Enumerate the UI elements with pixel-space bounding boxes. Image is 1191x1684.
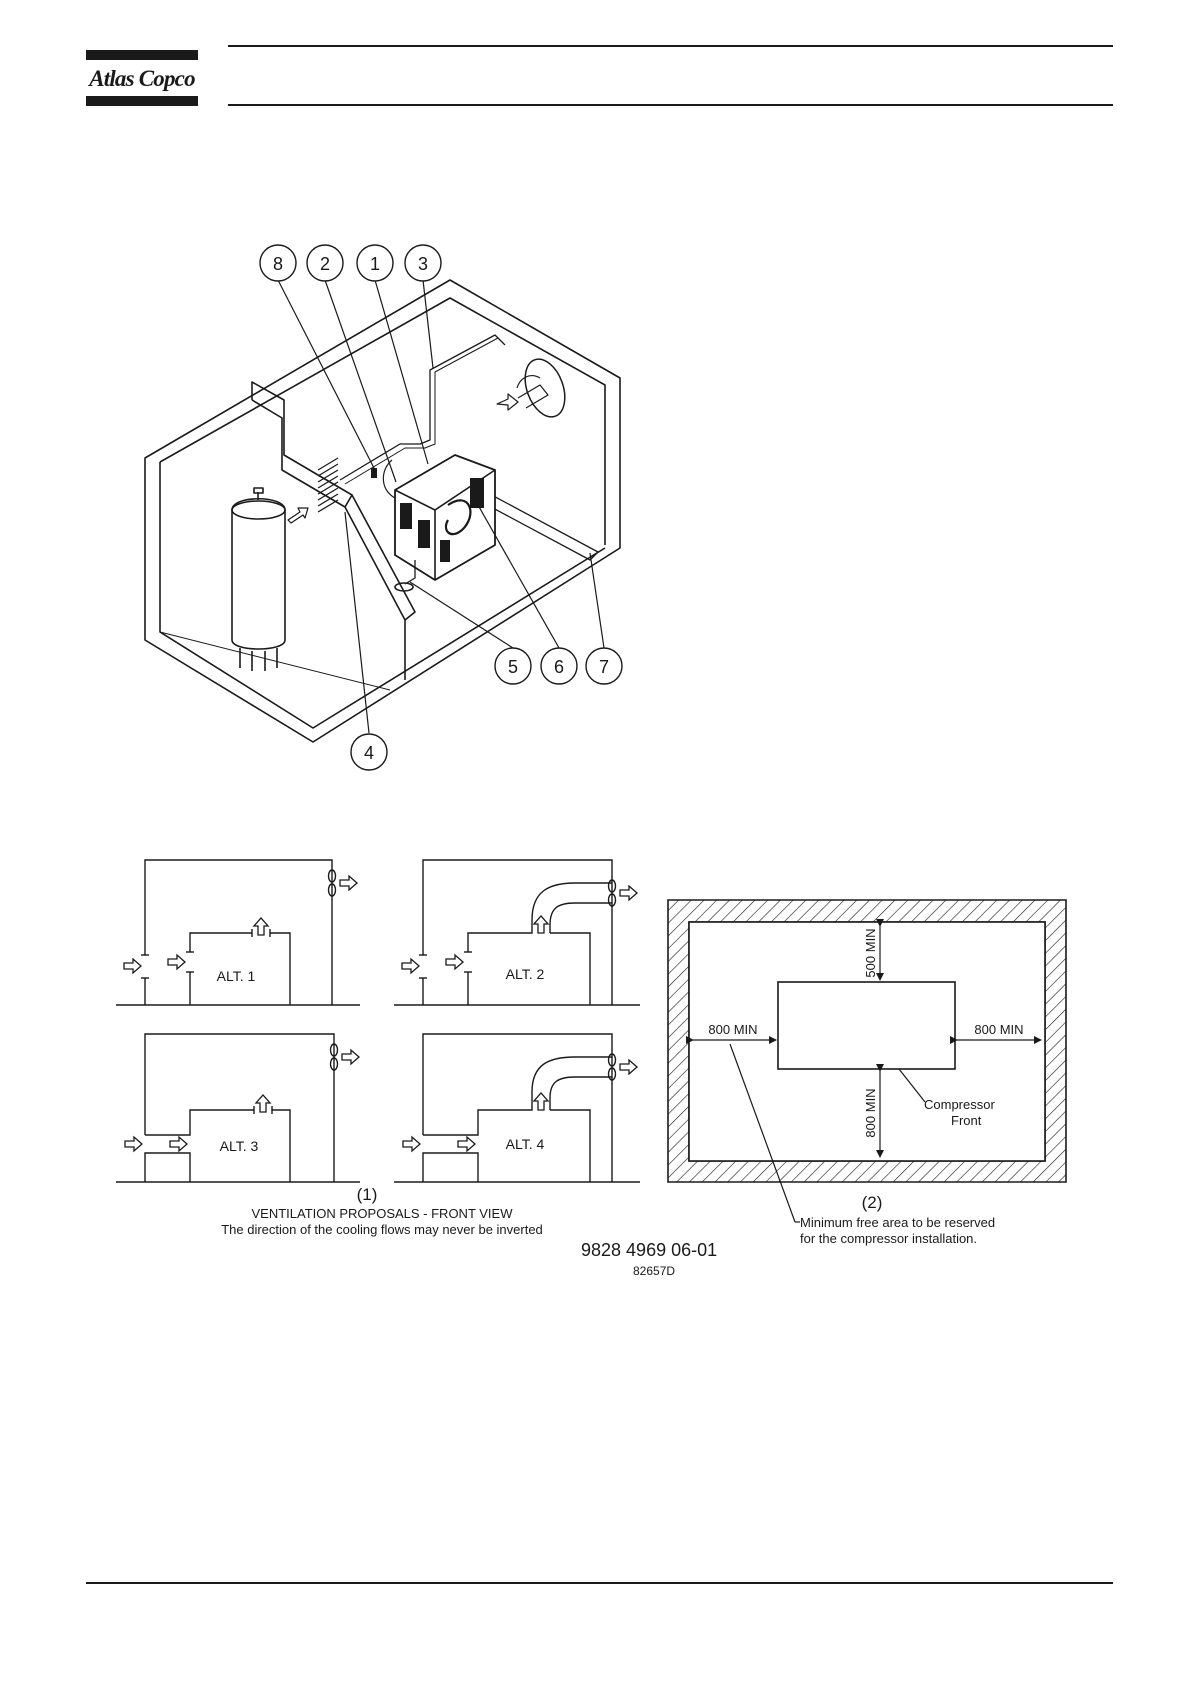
- alt-2-diagram: [394, 860, 640, 1005]
- callout-6: 6: [541, 648, 577, 684]
- clearance-note-line2: for the compressor installation.: [800, 1231, 977, 1246]
- clearance-right-label: 800 MIN: [974, 1022, 1023, 1037]
- ventilation-caption-note: The direction of the cooling flows may n…: [221, 1222, 543, 1237]
- compressor-footprint: [778, 982, 955, 1069]
- front-label: Front: [951, 1113, 982, 1128]
- callout-5: 5: [495, 648, 531, 684]
- compressor-label: Compressor: [924, 1097, 995, 1112]
- svg-text:4: 4: [364, 743, 374, 763]
- clearance-bottom-label: 800 MIN: [863, 1088, 878, 1137]
- clearance-top-label: 500 MIN: [863, 928, 878, 977]
- callout-2: 2: [307, 245, 343, 281]
- ventilation-proposals: [116, 860, 640, 1182]
- ventilation-caption-number: (1): [357, 1185, 378, 1204]
- svg-text:2: 2: [320, 254, 330, 274]
- alt-1-label: ALT. 1: [217, 968, 256, 984]
- alt-4-diagram: [394, 1034, 640, 1182]
- clearance-note-line1: Minimum free area to be reserved: [800, 1215, 995, 1230]
- ventilation-caption-title: VENTILATION PROPOSALS - FRONT VIEW: [251, 1206, 513, 1221]
- figure-doc-number: 9828 4969 06-01: [581, 1240, 717, 1260]
- alt-2-label: ALT. 2: [506, 966, 545, 982]
- clearance-left-label: 800 MIN: [708, 1022, 757, 1037]
- callout-3: 3: [405, 245, 441, 281]
- svg-text:7: 7: [599, 657, 609, 677]
- alt-3-diagram: [116, 1034, 360, 1182]
- callout-1: 1: [357, 245, 393, 281]
- svg-text:1: 1: [370, 254, 380, 274]
- clearance-caption-number: (2): [862, 1193, 883, 1212]
- callout-4: 4: [351, 734, 387, 770]
- svg-text:3: 3: [418, 254, 428, 274]
- svg-text:5: 5: [508, 657, 518, 677]
- callout-8: 8: [260, 245, 296, 281]
- callout-7: 7: [586, 648, 622, 684]
- figure-drawing-code: 82657D: [633, 1264, 675, 1278]
- svg-text:8: 8: [273, 254, 283, 274]
- alt-3-label: ALT. 3: [220, 1138, 259, 1154]
- alt-4-label: ALT. 4: [506, 1136, 545, 1152]
- svg-text:6: 6: [554, 657, 564, 677]
